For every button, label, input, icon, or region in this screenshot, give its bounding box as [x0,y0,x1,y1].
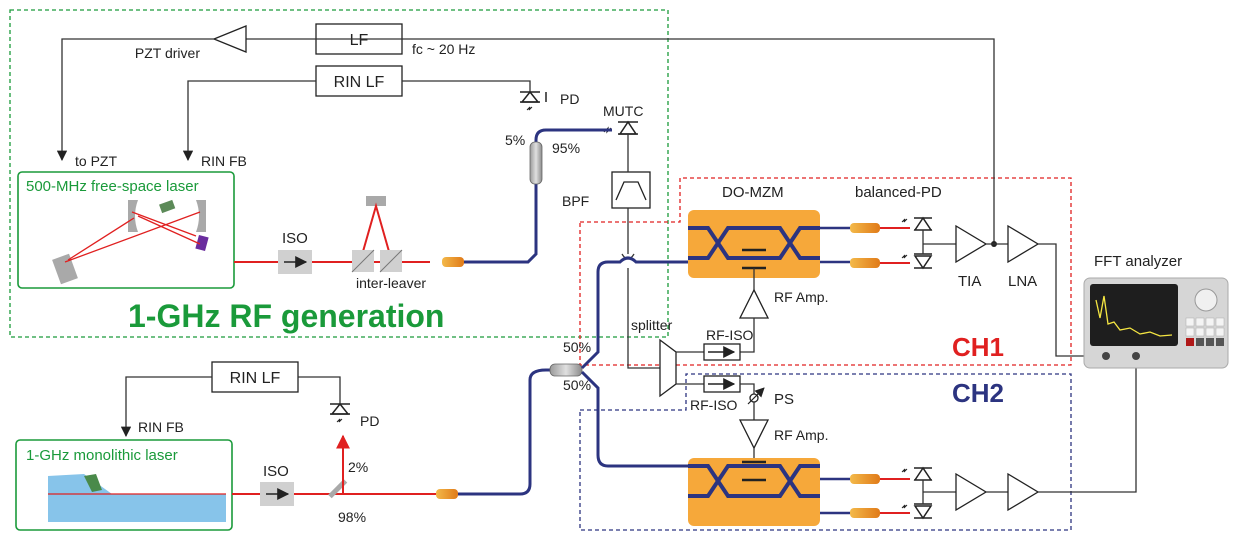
lna-label: LNA [1008,273,1037,290]
mutc-photodiode-icon [603,120,638,135]
balanced-pd-label: balanced-PD [855,184,942,201]
mutc-label: MUTC [603,103,643,119]
rf-generation-title: 1-GHz RF generation [128,298,444,334]
bpf-label: BPF [562,193,589,209]
pickoff-mirror [328,479,348,499]
rin-fb-label-top: RIN FB [201,153,247,169]
rin-fb-label-bottom: RIN FB [138,419,184,435]
pct-5-label: 5% [505,132,525,148]
crystal [159,199,176,214]
rf-splitter [659,338,677,398]
tia-label: TIA [958,273,981,290]
collimator-ch1-b [850,258,880,268]
collimator-bottom [436,489,458,499]
laser-500-label: 500-MHz free-space laser [26,178,199,195]
rf-iso-top-label: RF-ISO [706,327,754,343]
fft-analyzer-label: FFT analyzer [1094,253,1182,270]
to-pzt-label: to PZT [75,153,117,169]
rin-lf-box-top [315,65,403,97]
collimator-ch2-a [850,474,880,484]
rf-iso-bottom-label: RF-ISO [690,397,738,413]
ch1-label: CH1 [952,332,1004,362]
output-coupler [195,234,209,252]
inter-leaver-label: inter-leaver [356,275,426,291]
pd-bottom-label: PD [360,413,379,429]
do-mzm-label: DO-MZM [722,184,784,201]
pct-95-label: 95% [552,140,580,156]
pd-top-label: PD [560,91,579,107]
pzt-driver-amp [212,25,247,53]
fft-analyzer-icon[interactable] [1083,277,1229,369]
iso-top-label: ISO [282,230,308,247]
balanced-pd-ch2-icon [901,466,933,520]
collimator-ch1-a [850,223,880,233]
pct-2-label: 2% [348,459,368,475]
lna-ch2-amp [1007,472,1040,512]
svg-text:RIN LF: RIN LF [334,74,385,91]
laser-1g-label: 1-GHz monolithic laser [26,447,178,464]
do-mzm-top [688,210,820,278]
pump-mirror [52,253,78,285]
tap-coupler-top [529,141,543,185]
splitter-coupler-50-50 [549,363,583,377]
ps-label: PS [774,391,794,408]
tia-amp [955,224,988,264]
rf-amp-bottom-label: RF Amp. [774,427,828,443]
iso-bottom-label: ISO [263,463,289,480]
interleaver-mirror [366,196,386,206]
ch2-region [579,373,1072,531]
fc-label: fc ~ 20 Hz [412,41,475,57]
pct-50-bottom-label: 50% [563,377,591,393]
chip-mirror [84,474,102,492]
rf-generation-region [9,9,669,338]
rin-lf-box-bottom [211,361,299,393]
rf-amp-bottom [738,419,770,450]
pzt-driver-label: PZT driver [135,45,200,61]
pct-50-top-label: 50% [563,339,591,355]
bpf-box [611,171,651,209]
cavity-mirror-left [128,200,138,232]
lna-amp [1007,224,1040,264]
pd-bottom-icon [330,402,350,423]
rf-amp-top-label: RF Amp. [774,289,828,305]
pd-top-icon [520,90,547,111]
splitter-label: splitter [631,317,673,333]
ch2-label: CH2 [952,378,1004,408]
lf-label: LF [350,32,369,49]
cavity-mirror-right [196,200,206,232]
svg-text:RIN LF: RIN LF [230,370,281,387]
balanced-pd-icon [901,216,933,270]
tia-ch2-amp [955,472,988,512]
pct-98-label: 98% [338,509,366,525]
collimator-top [442,257,464,267]
rf-amp-top [738,288,770,319]
collimator-ch2-b [850,508,880,518]
